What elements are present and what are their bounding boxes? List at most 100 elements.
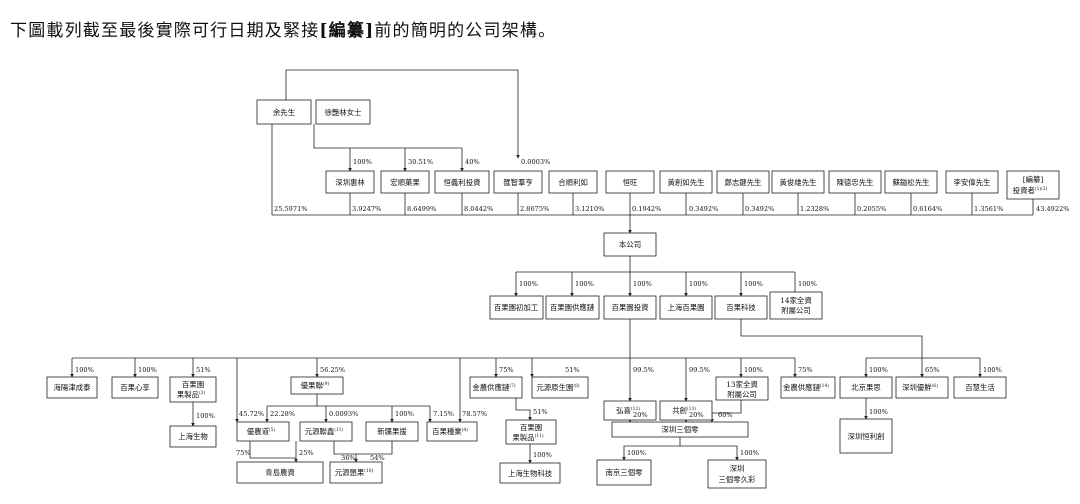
pct: 22.28% <box>270 410 295 418</box>
pct: 100% <box>533 451 552 459</box>
pct: 100% <box>395 410 414 418</box>
pct: 2.8675% <box>520 205 549 213</box>
box-baihui-shenghuo <box>953 376 1007 399</box>
box-investors <box>1006 170 1060 200</box>
box-qingdao-nongzi <box>236 461 324 484</box>
box-bgy-tech <box>714 295 768 320</box>
pct: 0.2055% <box>857 205 886 213</box>
label-investors-bracket: [編纂] <box>1023 175 1044 184</box>
box-gongchuang <box>659 400 713 421</box>
box-hongshun-guoye <box>380 170 430 194</box>
label-bgy-products-2: 果製品(3) <box>177 390 206 399</box>
box-heshun-liru <box>548 170 598 194</box>
pct: 78.57% <box>462 410 487 418</box>
pct: 75% <box>499 366 514 374</box>
pct: 1.2328% <box>800 205 829 213</box>
box-youguoguo <box>290 376 344 395</box>
pct: 25% <box>299 449 314 457</box>
box-13-subsidiaries <box>715 376 769 401</box>
pct: 100% <box>689 280 708 288</box>
box-mr-li-anwei <box>945 170 999 194</box>
pct: 0.3492% <box>689 205 718 213</box>
pct: 100% <box>983 366 1002 374</box>
label-baihui-shenghuo: 百慧生活 <box>965 383 995 392</box>
box-xinjiang-guoyuan <box>365 421 419 442</box>
pct: 100% <box>869 366 888 374</box>
box-bgy-supply-chain <box>545 295 600 320</box>
label-bgy-zhongye: 百果種業(4) <box>432 427 468 436</box>
pct: 51% <box>196 366 211 374</box>
label-shenzhen-jiucai-1: 深圳 <box>730 464 745 473</box>
pct: 75% <box>798 366 813 374</box>
pct: 20% <box>633 411 648 419</box>
box-bgy-products-2 <box>505 419 557 445</box>
label-shanghai-bgy: 上海百果園 <box>668 303 705 312</box>
pct: 0.1942% <box>632 205 661 213</box>
label-bgy-products-2-1: 百果園 <box>520 423 542 432</box>
label-bgy-tech: 百果科技 <box>726 303 756 312</box>
pct: 0.0003% <box>521 158 550 166</box>
box-company <box>603 232 657 257</box>
label-bgy-processing: 百果園初加工 <box>494 303 539 312</box>
label-yuanlu-fenguo: 元源懇果(10) <box>335 468 374 477</box>
pct: 100% <box>196 412 215 420</box>
pct: 65% <box>925 366 940 374</box>
box-shenzhen-sangeling <box>611 421 749 438</box>
label-yuanyuan-sheng: 元源原生園(8) <box>536 383 579 392</box>
box-shanghai-bgy <box>659 295 713 320</box>
label-bgy-products-1: 百果園 <box>182 380 204 389</box>
box-youcaidao <box>236 421 290 442</box>
pct: 51% <box>565 366 580 374</box>
box-huizhi-qunheng <box>493 170 543 194</box>
box-mr-huang-junxiong <box>771 170 825 194</box>
box-yuanlu-fenguo <box>329 461 383 484</box>
pct: 100% <box>740 449 759 457</box>
label-investors: 投資者(1)(2) <box>1013 186 1048 195</box>
pct: 100% <box>744 280 763 288</box>
label-hainan-jincheng: 海陽津成泰 <box>54 383 92 392</box>
label-13-subsidiaries-2: 附屬公司 <box>727 390 757 399</box>
label-mr-zheng-zhijian: 鄭志鍵先生 <box>725 178 762 187</box>
label-huizhi-qunheng: 匯智羣亨 <box>503 178 533 187</box>
box-shanghai-bio <box>169 425 217 448</box>
pct: 100% <box>744 366 763 374</box>
box-beijing-guosi <box>839 376 893 399</box>
pct: 3.9247% <box>352 205 381 213</box>
box-hainan-jincheng <box>46 376 98 399</box>
box-shenzhen-youxian <box>895 376 949 399</box>
pct: 0.6164% <box>913 205 942 213</box>
box-bgy-investment <box>603 295 657 320</box>
box-hengwang <box>605 170 655 194</box>
box-hengyi-li <box>434 170 490 194</box>
box-shenzhen-hengli <box>839 418 893 454</box>
pct: 54% <box>370 454 385 462</box>
pct: 25.5971% <box>274 205 308 213</box>
box-bgy-products <box>169 376 217 403</box>
label-mr-chen-dezhong: 陳德忠先生 <box>837 178 874 187</box>
label-shanghai-bio-tech: 上海生物科技 <box>508 469 553 478</box>
label-mr-su-yisong: 蘇鎰松先生 <box>893 178 930 187</box>
box-mr-yu <box>256 99 312 125</box>
box-14-subsidiaries <box>769 291 823 320</box>
pct: 100% <box>869 408 888 416</box>
label-14-subsidiaries-1: 14家全資 <box>780 296 812 305</box>
label-jinnong-supply-2: 金農供應鏈(14) <box>783 383 829 392</box>
label-shenzhen-hengli: 深圳恒利創 <box>848 432 885 441</box>
label-beijing-guosi: 北京果思 <box>851 383 881 392</box>
pct: 100% <box>633 280 652 288</box>
box-yuanyuan-sheng <box>531 376 589 399</box>
label-mr-li-anwei: 李安偉先生 <box>954 178 991 187</box>
box-jinnong-supply <box>469 376 523 399</box>
pct: 100% <box>138 366 157 374</box>
label-bgy-investment: 百果園投資 <box>612 303 649 312</box>
pct: 43.4922% <box>1036 205 1070 213</box>
label-shanghai-bio: 上海生物 <box>178 432 208 441</box>
label-13-subsidiaries-1: 13家全資 <box>726 380 758 389</box>
pct: 100% <box>798 280 817 288</box>
label-youguoguo: 優果聯(9) <box>301 381 330 390</box>
label-jinnong-supply: 金農供應鏈(7) <box>472 383 515 392</box>
pct: 100% <box>575 280 594 288</box>
pct: 40% <box>465 158 480 166</box>
pct: 7.15% <box>433 410 454 418</box>
